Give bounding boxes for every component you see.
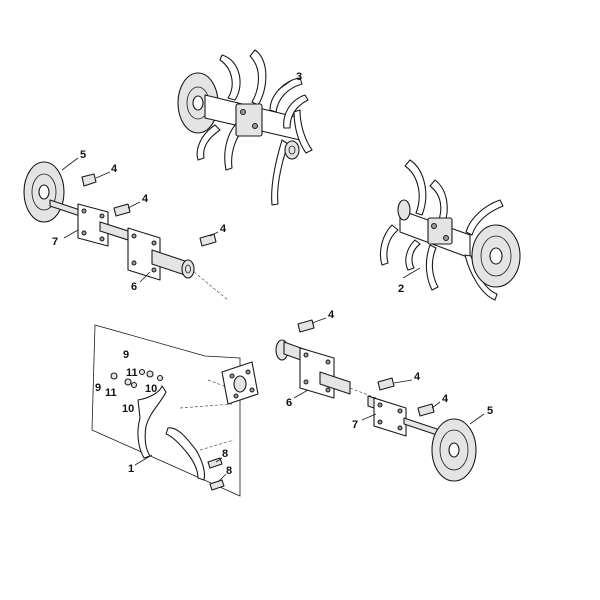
callout-3: 3 — [296, 71, 302, 83]
leader-lines — [61, 79, 485, 483]
callout-11: 11 — [105, 387, 117, 399]
callout-10: 10 — [145, 383, 157, 395]
callout-8: 8 — [222, 448, 228, 460]
callout-11: 11 — [126, 367, 138, 379]
callout-9: 9 — [95, 382, 101, 394]
callout-7: 7 — [52, 236, 58, 248]
tine-kit-box — [91, 324, 259, 497]
callout-4: 4 — [220, 223, 227, 235]
callout-4: 4 — [142, 193, 149, 205]
callout-9: 9 — [123, 349, 129, 361]
callout-5: 5 — [487, 405, 493, 417]
callout-1: 1 — [128, 463, 134, 475]
right-shaft-chain — [275, 319, 477, 482]
left-shaft-chain — [23, 161, 229, 301]
callout-4: 4 — [442, 393, 449, 405]
callout-6: 6 — [131, 281, 137, 293]
callout-4: 4 — [111, 163, 118, 175]
callout-6: 6 — [286, 397, 292, 409]
callout-2: 2 — [398, 283, 404, 295]
tine-assembly-upper — [177, 49, 313, 206]
callout-8: 8 — [226, 465, 232, 477]
callout-4: 4 — [328, 309, 335, 321]
callout-4: 4 — [414, 371, 421, 383]
callout-10: 10 — [122, 403, 134, 415]
callouts: 3 2 5 4 4 4 7 6 4 4 4 5 6 7 9 11 9 11 10… — [52, 71, 493, 477]
callout-5: 5 — [80, 149, 86, 161]
callout-7: 7 — [352, 419, 358, 431]
tine-assembly-lower — [379, 159, 521, 301]
